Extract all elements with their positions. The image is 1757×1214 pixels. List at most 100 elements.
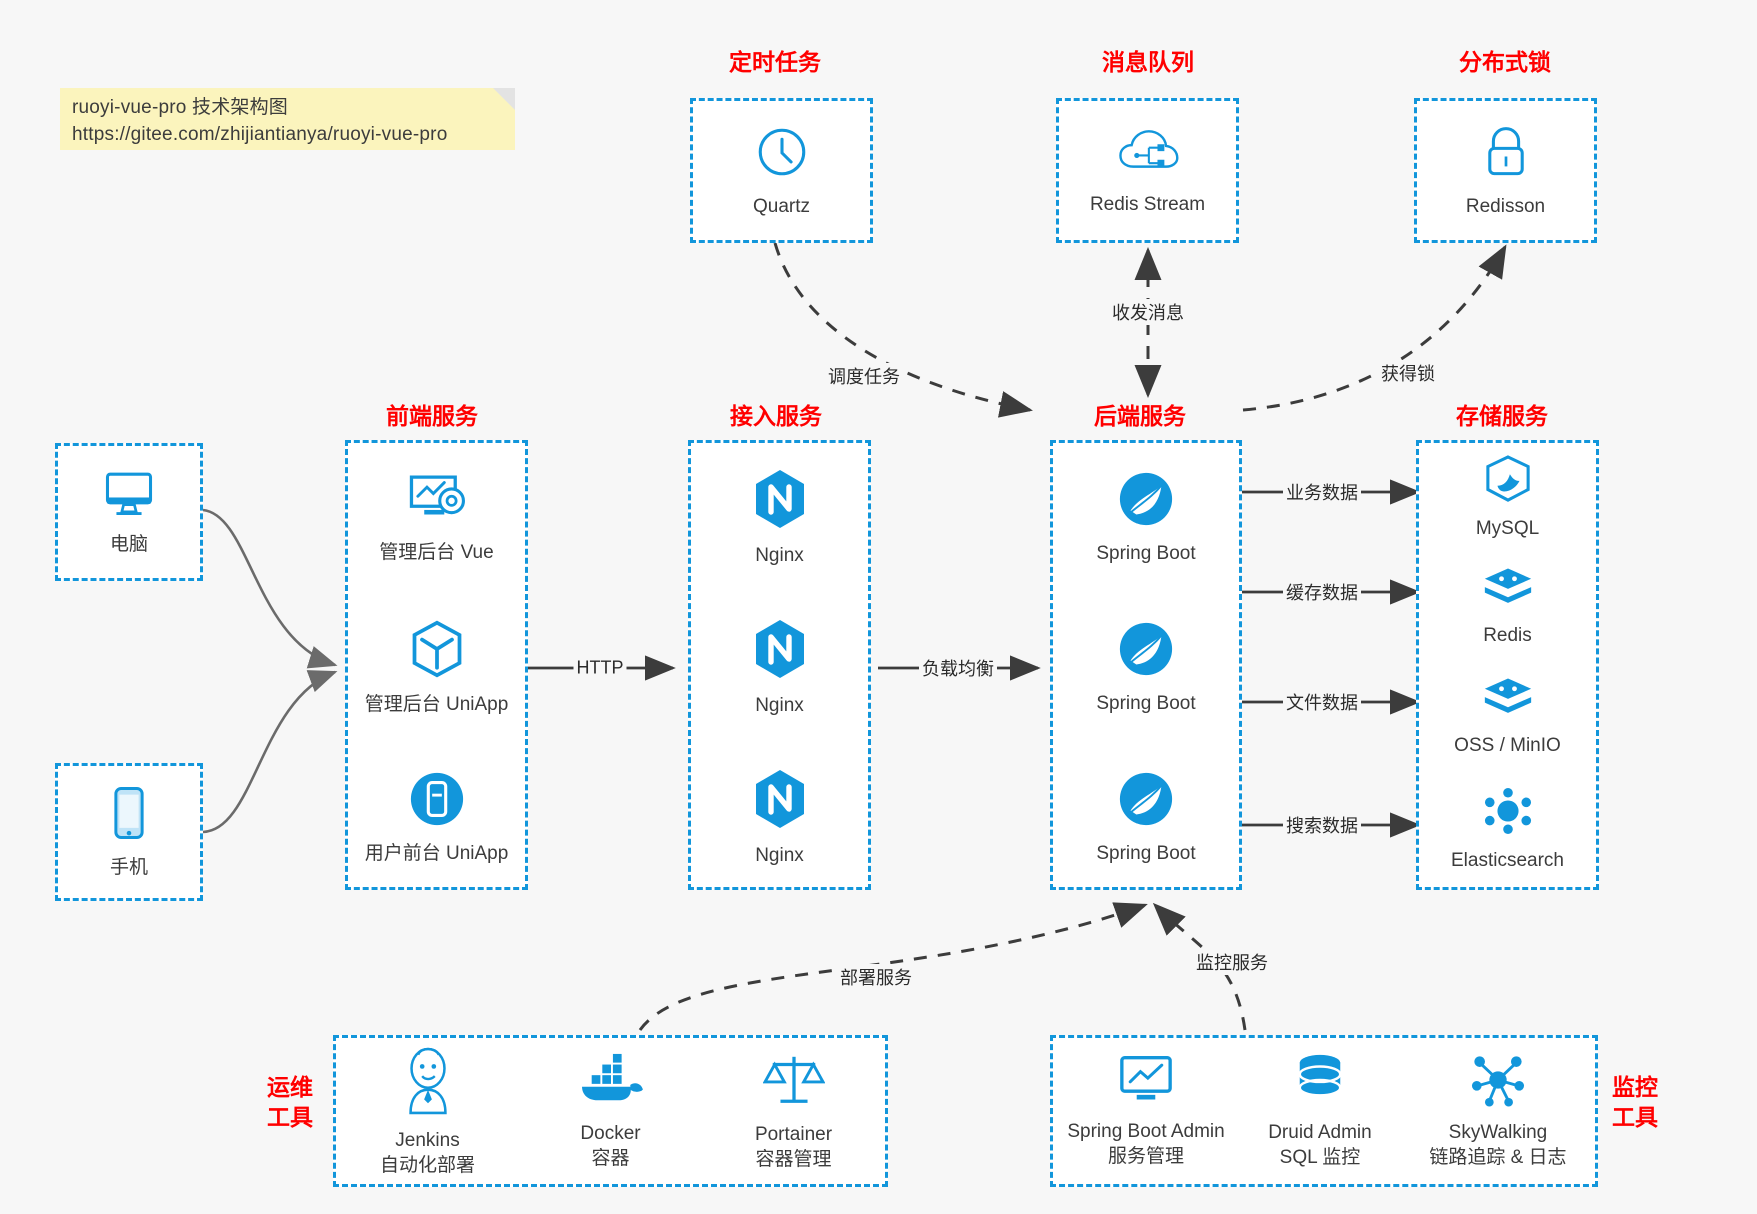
devops-sub-portainer: 容器管理 xyxy=(755,1148,832,1170)
group-box-frontend[interactable]: 管理后台 Vue 管理后台 UniApp 用户前台 UniApp xyxy=(345,440,528,890)
client-label-phone: 手机 xyxy=(109,857,148,878)
group-box-devops[interactable]: Jenkins 自动化部署 Docker 容器 xyxy=(333,1035,888,1187)
frontend-item-user-uniapp[interactable]: 用户前台 UniApp xyxy=(348,743,525,893)
backend-label-spring-boot-2: Spring Boot xyxy=(1096,693,1196,714)
gateway-item-nginx-3[interactable]: Nginx xyxy=(691,743,868,893)
devops-item-jenkins[interactable]: Jenkins 自动化部署 xyxy=(336,1038,519,1184)
group-box-mq[interactable]: Redis Stream xyxy=(1056,98,1239,243)
client-box-computer[interactable]: 电脑 xyxy=(55,443,203,581)
note-fold-corner xyxy=(493,88,515,110)
edge-label-acquire-lock: 获得锁 xyxy=(1378,360,1438,386)
group-title-backend: 后端服务 xyxy=(1094,403,1186,429)
edge-label-cache-data: 缓存数据 xyxy=(1283,579,1361,605)
group-box-backend[interactable]: Spring Boot Spring Boot Spring Boot xyxy=(1050,440,1242,890)
cloud-stream-icon xyxy=(1117,125,1179,184)
storage-item-redis[interactable]: Redis xyxy=(1419,553,1596,661)
monitoring-sub-skywalking: 链路追踪 & 日志 xyxy=(1429,1146,1567,1168)
client-box-phone[interactable]: 手机 xyxy=(55,763,203,901)
group-box-storage[interactable]: MySQL Redis OSS xyxy=(1416,440,1599,890)
devops-sub-jenkins: 自动化部署 xyxy=(379,1154,475,1176)
storage-label-redis: Redis xyxy=(1483,625,1532,646)
spring-boot-icon xyxy=(1117,470,1175,533)
monitoring-sub-druid-admin: SQL 监控 xyxy=(1279,1146,1361,1168)
edge-label-file-data: 文件数据 xyxy=(1283,689,1361,715)
mobile-phone-icon xyxy=(108,784,150,847)
desktop-monitor-icon xyxy=(100,467,158,524)
gateway-label-nginx-3: Nginx xyxy=(755,845,804,866)
group-box-scheduler[interactable]: Quartz xyxy=(690,98,873,243)
group-box-gateway[interactable]: Nginx Nginx Nginx xyxy=(688,440,871,890)
dashboard-gear-icon xyxy=(406,471,468,532)
group-title-frontend: 前端服务 xyxy=(386,403,478,429)
mq-item-label: Redis Stream xyxy=(1089,193,1206,215)
gateway-item-nginx-1[interactable]: Nginx xyxy=(691,443,868,593)
backend-item-spring-boot-2[interactable]: Spring Boot xyxy=(1053,593,1239,743)
backend-item-spring-boot-1[interactable]: Spring Boot xyxy=(1053,443,1239,593)
backend-label-spring-boot-3: Spring Boot xyxy=(1096,843,1196,864)
devops-sub-docker: 容器 xyxy=(591,1147,630,1169)
storage-item-mysql[interactable]: MySQL xyxy=(1419,443,1596,553)
edge-label-schedule-task: 调度任务 xyxy=(825,363,903,389)
monitoring-item-spring-boot-admin[interactable]: Spring Boot Admin 服务管理 xyxy=(1053,1038,1239,1184)
edge-label-load-balance: 负载均衡 xyxy=(919,655,997,681)
monitoring-label-spring-boot-admin: Spring Boot Admin xyxy=(1067,1120,1225,1142)
database-icon xyxy=(1293,1053,1347,1112)
note-line-2: https://gitee.com/zhijiantianya/ruoyi-vu… xyxy=(72,124,448,145)
group-box-lock[interactable]: Redisson xyxy=(1414,98,1597,243)
monitoring-title-line-1: 监控 xyxy=(1612,1074,1658,1100)
frontend-label-admin-uniapp: 管理后台 UniApp xyxy=(364,694,509,715)
edge-label-search-data: 搜索数据 xyxy=(1283,812,1361,838)
monitoring-label-skywalking: SkyWalking xyxy=(1448,1121,1548,1143)
devops-item-docker[interactable]: Docker 容器 xyxy=(519,1038,702,1184)
group-title-gateway: 接入服务 xyxy=(730,403,822,429)
storage-label-mysql: MySQL xyxy=(1475,518,1540,539)
devops-label-docker: Docker xyxy=(580,1122,641,1144)
monitoring-label-druid-admin: Druid Admin xyxy=(1268,1121,1372,1143)
scheduler-item-label: Quartz xyxy=(752,195,811,217)
group-title-scheduler: 定时任务 xyxy=(729,49,821,75)
edge-label-deploy-service: 部署服务 xyxy=(837,964,915,990)
group-title-mq: 消息队列 xyxy=(1102,49,1194,75)
skywalking-icon xyxy=(1470,1053,1526,1112)
devops-item-portainer[interactable]: Portainer 容器管理 xyxy=(702,1038,885,1184)
gateway-label-nginx-2: Nginx xyxy=(755,695,804,716)
monitoring-item-skywalking[interactable]: SkyWalking 链路追踪 & 日志 xyxy=(1401,1038,1595,1184)
note-line-1: ruoyi-vue-pro 技术架构图 xyxy=(72,97,289,118)
storage-item-elasticsearch[interactable]: Elasticsearch xyxy=(1419,773,1596,887)
monitor-chart-icon xyxy=(1116,1054,1176,1111)
spring-boot-icon xyxy=(1117,620,1175,683)
gateway-label-nginx-1: Nginx xyxy=(755,545,804,566)
devops-title-line-1: 运维 xyxy=(267,1074,313,1100)
group-title-lock: 分布式锁 xyxy=(1459,49,1551,75)
edge-label-http: HTTP xyxy=(573,657,627,679)
elasticsearch-icon xyxy=(1483,787,1533,840)
mysql-dolphin-icon xyxy=(1485,455,1531,508)
backend-item-spring-boot-3[interactable]: Spring Boot xyxy=(1053,743,1239,893)
monitoring-item-druid-admin[interactable]: Druid Admin SQL 监控 xyxy=(1239,1038,1401,1184)
edge-label-send-receive: 收发消息 xyxy=(1109,299,1187,325)
scales-icon xyxy=(762,1051,825,1114)
devops-title-line-2: 工具 xyxy=(267,1104,313,1130)
storage-item-oss-minio[interactable]: OSS / MinIO xyxy=(1419,661,1596,773)
nginx-icon xyxy=(752,468,808,535)
frontend-label-admin-vue: 管理后台 Vue xyxy=(379,542,494,563)
frontend-item-admin-uniapp[interactable]: 管理后台 UniApp xyxy=(348,593,525,743)
backend-label-spring-boot-1: Spring Boot xyxy=(1096,543,1196,564)
storage-label-oss-minio: OSS / MinIO xyxy=(1454,735,1561,756)
devops-label-portainer: Portainer xyxy=(754,1123,833,1145)
title-note: ruoyi-vue-pro 技术架构图 https://gitee.com/zh… xyxy=(60,88,515,150)
clock-icon xyxy=(753,123,811,186)
lock-item-label: Redisson xyxy=(1465,195,1546,217)
cube-icon xyxy=(408,619,466,684)
group-box-monitoring[interactable]: Spring Boot Admin 服务管理 Druid Admin SQL 监… xyxy=(1050,1035,1598,1187)
nginx-icon xyxy=(752,768,808,835)
group-title-monitoring: 监控 工具 xyxy=(1600,1072,1670,1132)
storage-label-elasticsearch: Elasticsearch xyxy=(1451,850,1564,871)
devops-label-jenkins: Jenkins xyxy=(395,1129,460,1151)
frontend-item-admin-vue[interactable]: 管理后台 Vue xyxy=(348,443,525,593)
docker-whale-icon xyxy=(576,1052,646,1113)
redis-stack-icon xyxy=(1483,566,1533,615)
gateway-item-nginx-2[interactable]: Nginx xyxy=(691,593,868,743)
object-storage-icon xyxy=(1483,676,1533,725)
